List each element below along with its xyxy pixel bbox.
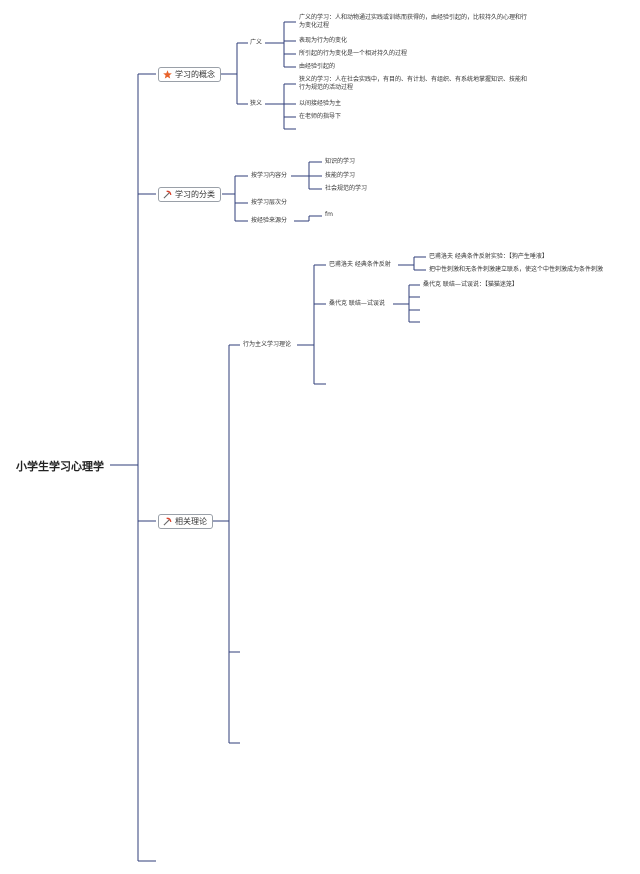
node-by-level[interactable]: 按学习层次分: [251, 199, 288, 206]
pick-icon: [163, 517, 172, 526]
root-topic[interactable]: 小学生学习心理学: [16, 460, 104, 473]
node-pavlov[interactable]: 巴甫洛夫 经典条件反射: [329, 261, 391, 268]
node-narrow[interactable]: 狭义: [250, 100, 263, 107]
node-broad-item[interactable]: 广义的学习：人和动物通过实践或训练而获得的，由经验引起的，比较持久的心理和行为变…: [299, 14, 528, 29]
node-broad-item[interactable]: 表现为行为的变化: [299, 37, 348, 44]
node-narrow-item[interactable]: 在老师的指导下: [299, 113, 342, 120]
pick-icon: [163, 190, 172, 199]
node-pavlov-item[interactable]: 把中性刺激和无条件刺激建立联系，使这个中性刺激成为条件刺激: [429, 266, 604, 273]
star-icon: [163, 70, 172, 79]
node-by-source[interactable]: 按经验来源分: [251, 217, 288, 224]
node-broad-item[interactable]: 所引起的行为变化是一个相对持久的过程: [299, 50, 408, 57]
node-source-item[interactable]: fm: [325, 211, 333, 218]
branch-theory-label: 相关理论: [175, 517, 207, 526]
node-pavlov-item[interactable]: 巴甫洛夫 经典条件反射实验：【狗产生唾液】: [429, 253, 548, 260]
node-content-item[interactable]: 知识的学习: [325, 158, 356, 165]
node-behaviorism[interactable]: 行为主义学习理论: [243, 341, 292, 348]
node-content-item[interactable]: 社会规范的学习: [325, 185, 368, 192]
node-thorndike[interactable]: 桑代克 联结—试误说: [329, 300, 385, 307]
node-thorndike-item[interactable]: 桑代克 联结—试误说：【猫猫迷笼】: [423, 281, 518, 288]
branch-concept-label: 学习的概念: [175, 70, 215, 79]
node-broad[interactable]: 广义: [250, 39, 263, 46]
node-narrow-item[interactable]: 狭义的学习：人在社会实践中，有目的、有计划、有组织、有系统地掌握知识、技能和行为…: [299, 76, 528, 91]
node-by-content[interactable]: 按学习内容分: [251, 172, 288, 179]
node-content-item[interactable]: 技能的学习: [325, 172, 356, 179]
node-narrow-item[interactable]: 以间接经验为主: [299, 100, 342, 107]
branch-theory[interactable]: 相关理论: [158, 514, 213, 529]
node-broad-item[interactable]: 由经验引起的: [299, 63, 336, 70]
branch-classification[interactable]: 学习的分类: [158, 187, 221, 202]
branch-classification-label: 学习的分类: [175, 190, 215, 199]
branch-concept[interactable]: 学习的概念: [158, 67, 221, 82]
